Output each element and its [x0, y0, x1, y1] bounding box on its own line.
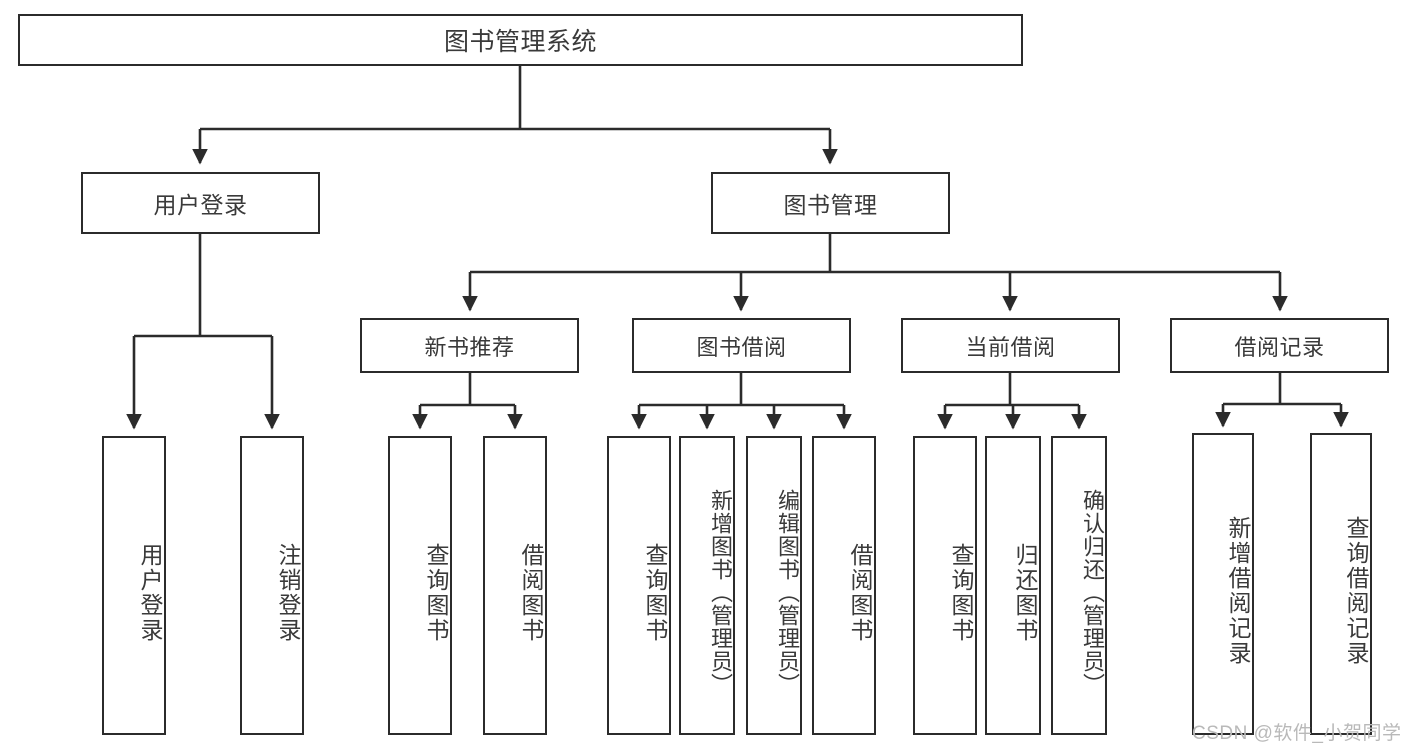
node-user-login[interactable]: 用户登录: [81, 172, 320, 234]
watermark-csdn: CSDN @软件_小贺同学: [1192, 723, 1402, 744]
leaf-confirm-return-admin[interactable]: 确认归还（管理员）: [1051, 436, 1107, 735]
node-borrow-record[interactable]: 借阅记录: [1170, 318, 1389, 373]
node-current-borrow[interactable]: 当前借阅: [901, 318, 1120, 373]
leaf-logout-login[interactable]: 注销登录: [240, 436, 304, 735]
leaf-query-book-recommend[interactable]: 查询图书: [388, 436, 452, 735]
node-new-book-recommend[interactable]: 新书推荐: [360, 318, 579, 373]
leaf-borrow-book[interactable]: 借阅图书: [812, 436, 876, 735]
leaf-add-borrow-record[interactable]: 新增借阅记录: [1192, 433, 1254, 735]
leaf-query-book-borrow[interactable]: 查询图书: [607, 436, 671, 735]
node-root-system[interactable]: 图书管理系统: [18, 14, 1023, 66]
node-book-management[interactable]: 图书管理: [711, 172, 950, 234]
leaf-query-book-current[interactable]: 查询图书: [913, 436, 977, 735]
leaf-borrow-book-recommend[interactable]: 借阅图书: [483, 436, 547, 735]
leaf-query-borrow-record[interactable]: 查询借阅记录: [1310, 433, 1372, 735]
leaf-return-book[interactable]: 归还图书: [985, 436, 1041, 735]
leaf-user-login[interactable]: 用户登录: [102, 436, 166, 735]
leaf-edit-book-admin[interactable]: 编辑图书（管理员）: [746, 436, 802, 735]
node-book-borrow[interactable]: 图书借阅: [632, 318, 851, 373]
leaf-add-book-admin[interactable]: 新增图书（管理员）: [679, 436, 735, 735]
